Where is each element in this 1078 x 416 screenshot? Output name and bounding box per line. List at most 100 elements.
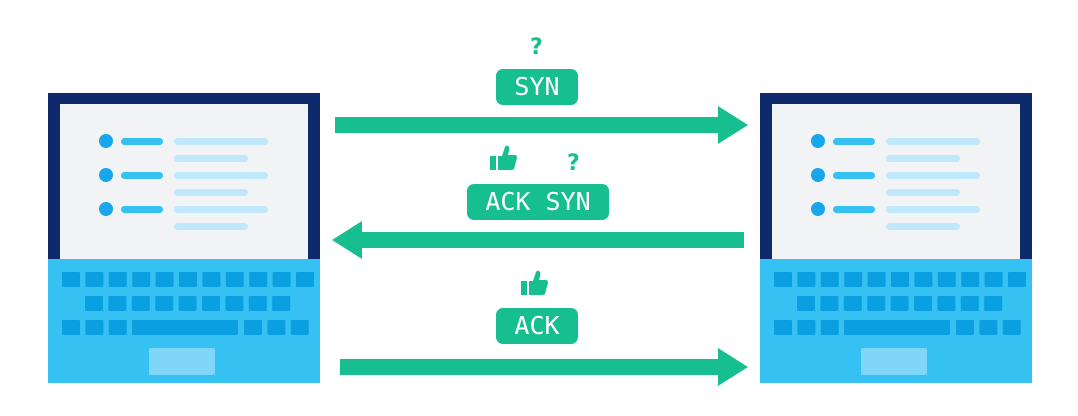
keyboard-key xyxy=(248,296,267,311)
ack-text: ACK xyxy=(485,187,531,216)
keyboard-key xyxy=(108,296,127,311)
list-bullet xyxy=(99,202,113,216)
list-bullet xyxy=(811,202,825,216)
list-line xyxy=(174,155,248,162)
keyboard-key xyxy=(960,296,979,311)
keyboard-key xyxy=(179,272,197,287)
keyboard-key xyxy=(820,272,839,287)
keyboard-key xyxy=(844,320,950,335)
keyboard-key xyxy=(774,272,792,287)
list-line xyxy=(121,138,163,145)
list-line xyxy=(886,138,980,145)
laptop-trackpad xyxy=(149,348,215,375)
list-line xyxy=(886,172,980,179)
keyboard-key xyxy=(914,272,933,287)
keyboard-key xyxy=(937,296,956,311)
list-bullet xyxy=(99,134,113,148)
ack-label: ACK xyxy=(496,308,578,344)
keyboard-key xyxy=(797,272,816,287)
keyboard-key xyxy=(984,296,1003,311)
keyboard-key xyxy=(132,272,151,287)
screen-list xyxy=(811,134,980,230)
keyboard-key xyxy=(225,272,244,287)
list-line xyxy=(121,206,163,213)
list-line xyxy=(121,172,163,179)
keyboard-key xyxy=(108,272,127,287)
keyboard-key xyxy=(956,320,974,335)
keyboard-key xyxy=(1002,320,1021,335)
keyboard-key xyxy=(914,296,932,311)
list-line xyxy=(174,138,268,145)
list-line xyxy=(174,206,268,213)
keyboard-keys xyxy=(62,272,314,335)
laptop-trackpad xyxy=(861,348,927,375)
list-bullet xyxy=(811,134,825,148)
keyboard-key xyxy=(820,320,839,335)
syn-label: SYN xyxy=(496,69,578,105)
keyboard-key xyxy=(820,296,839,311)
ack-text: ACK xyxy=(514,311,560,340)
list-bullet xyxy=(99,168,113,182)
list-line xyxy=(833,206,875,213)
keyboard-key xyxy=(867,296,886,311)
keyboard-key xyxy=(155,272,174,287)
keyboard-key xyxy=(797,296,815,311)
keyboard-key xyxy=(843,296,862,311)
keyboard-key xyxy=(272,272,291,287)
question-mark-icon: ? xyxy=(530,35,543,60)
arrow-ack-right xyxy=(340,348,748,386)
list-line xyxy=(174,223,248,230)
keyboard-key xyxy=(132,320,238,335)
keyboard-key xyxy=(937,272,956,287)
keyboard-key xyxy=(774,320,792,335)
client-laptop xyxy=(48,93,320,383)
keyboard-key xyxy=(62,272,80,287)
list-line xyxy=(174,172,268,179)
syn-text: SYN xyxy=(514,72,560,101)
keyboard-key xyxy=(844,272,863,287)
keyboard-key xyxy=(797,320,816,335)
server-laptop xyxy=(760,93,1032,383)
arrow-ack-syn-left xyxy=(332,221,744,259)
laptop-screen xyxy=(772,104,1020,259)
list-line xyxy=(833,172,875,179)
list-line xyxy=(174,189,248,196)
keyboard-key xyxy=(296,272,314,287)
keyboard-key xyxy=(249,272,268,287)
keyboard-key xyxy=(244,320,262,335)
list-line xyxy=(833,138,875,145)
keyboard-key xyxy=(290,320,309,335)
laptop-screen xyxy=(60,104,308,259)
keyboard-key xyxy=(225,296,244,311)
keyboard-key xyxy=(272,296,291,311)
keyboard-key xyxy=(867,272,886,287)
keyboard-key xyxy=(85,320,104,335)
keyboard-key xyxy=(1008,272,1026,287)
keyboard-key xyxy=(178,296,197,311)
list-line xyxy=(886,189,960,196)
list-line xyxy=(886,155,960,162)
question-mark-icon: ? xyxy=(567,151,580,176)
keyboard-key xyxy=(267,320,286,335)
keyboard-key xyxy=(85,296,103,311)
keyboard-key xyxy=(202,296,220,311)
keyboard-keys xyxy=(774,272,1026,335)
screen-list xyxy=(99,134,268,230)
keyboard-key xyxy=(984,272,1003,287)
list-bullet xyxy=(811,168,825,182)
keyboard-key xyxy=(62,320,80,335)
keyboard-key xyxy=(890,296,909,311)
list-line xyxy=(886,223,960,230)
list-line xyxy=(886,206,980,213)
ack-syn-label: ACK SYN xyxy=(467,184,609,220)
thumbs-up-icon xyxy=(490,145,517,170)
keyboard-key xyxy=(961,272,980,287)
keyboard-key xyxy=(85,272,104,287)
keyboard-key xyxy=(979,320,998,335)
syn-text: SYN xyxy=(545,187,591,216)
thumbs-up-icon xyxy=(521,270,548,295)
keyboard-key xyxy=(131,296,150,311)
keyboard-key xyxy=(202,272,221,287)
keyboard-key xyxy=(108,320,127,335)
